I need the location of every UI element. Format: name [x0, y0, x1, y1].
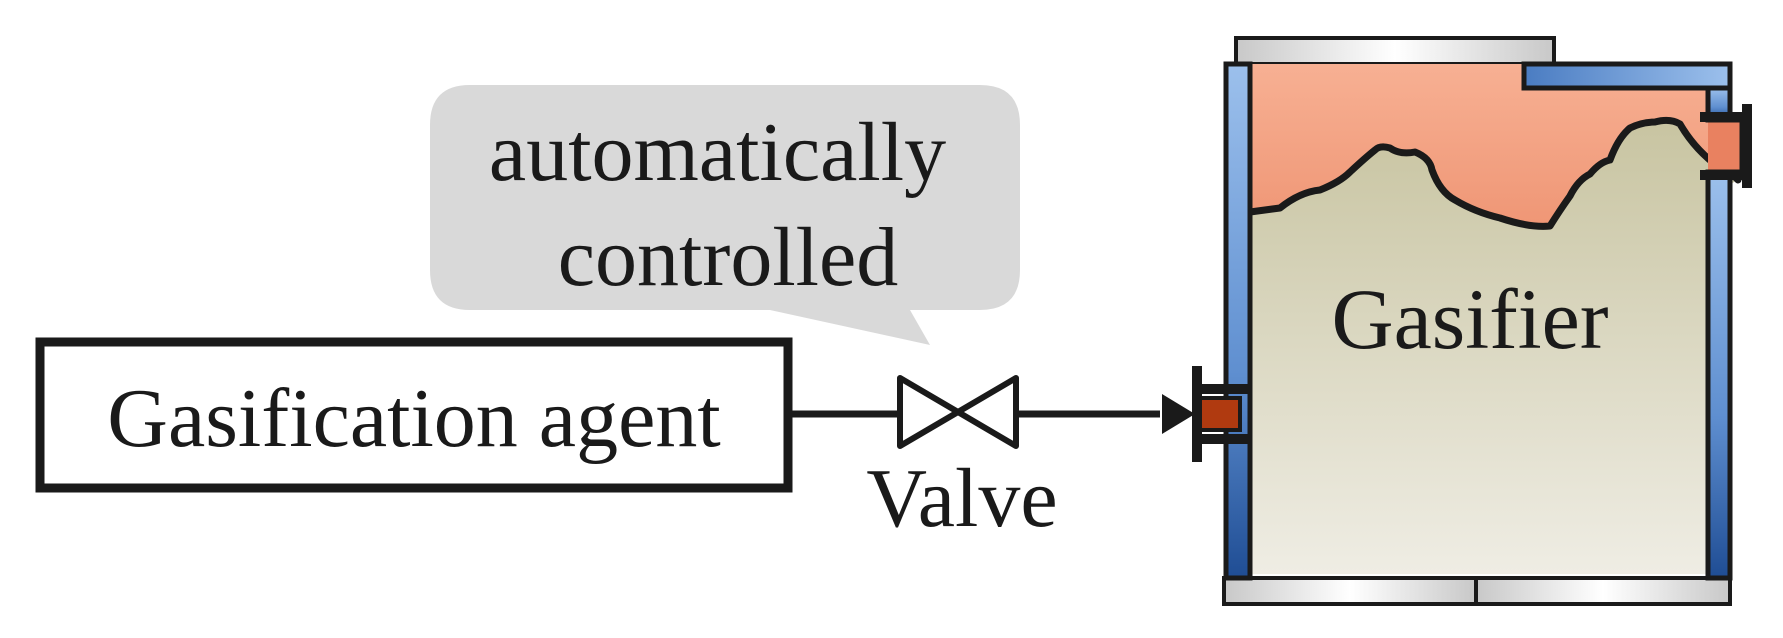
callout-line-1: automatically — [489, 106, 946, 199]
arrow-head-icon — [1162, 394, 1195, 434]
gasifier-label: Gasifier — [1332, 271, 1609, 367]
gasification-agent-label: Gasification agent — [107, 372, 720, 465]
top-plate — [1234, 36, 1556, 66]
bottom-plate-right — [1474, 576, 1732, 606]
inlet-flange-bottom — [1192, 434, 1248, 444]
valve-icon — [897, 375, 1019, 449]
top-right-wall — [1521, 61, 1733, 91]
outlet-flange-bottom — [1700, 170, 1750, 180]
outlet-flange-top — [1700, 112, 1750, 122]
callout-text: automatically controlled — [489, 106, 967, 304]
inlet-flange-top — [1192, 384, 1248, 394]
inlet-flange — [1192, 366, 1202, 462]
callout-bubble: automatically controlled — [430, 85, 1020, 345]
outlet-nozzle — [1708, 117, 1745, 175]
gasifier-vessel: Gasifier — [1192, 36, 1752, 606]
right-wall-lower — [1705, 169, 1733, 581]
inlet-nozzle — [1198, 396, 1242, 432]
valve-label: Valve — [866, 452, 1057, 545]
outlet-flange-side — [1742, 104, 1752, 188]
bottom-plate-left — [1222, 576, 1478, 606]
feed-line — [788, 394, 1195, 434]
left-wall — [1223, 61, 1253, 581]
callout-line-2: controlled — [558, 211, 899, 304]
bed-region — [1250, 120, 1738, 575]
bed-surface-line — [1246, 116, 1742, 230]
gasification-agent-box: Gasification agent — [35, 337, 793, 493]
